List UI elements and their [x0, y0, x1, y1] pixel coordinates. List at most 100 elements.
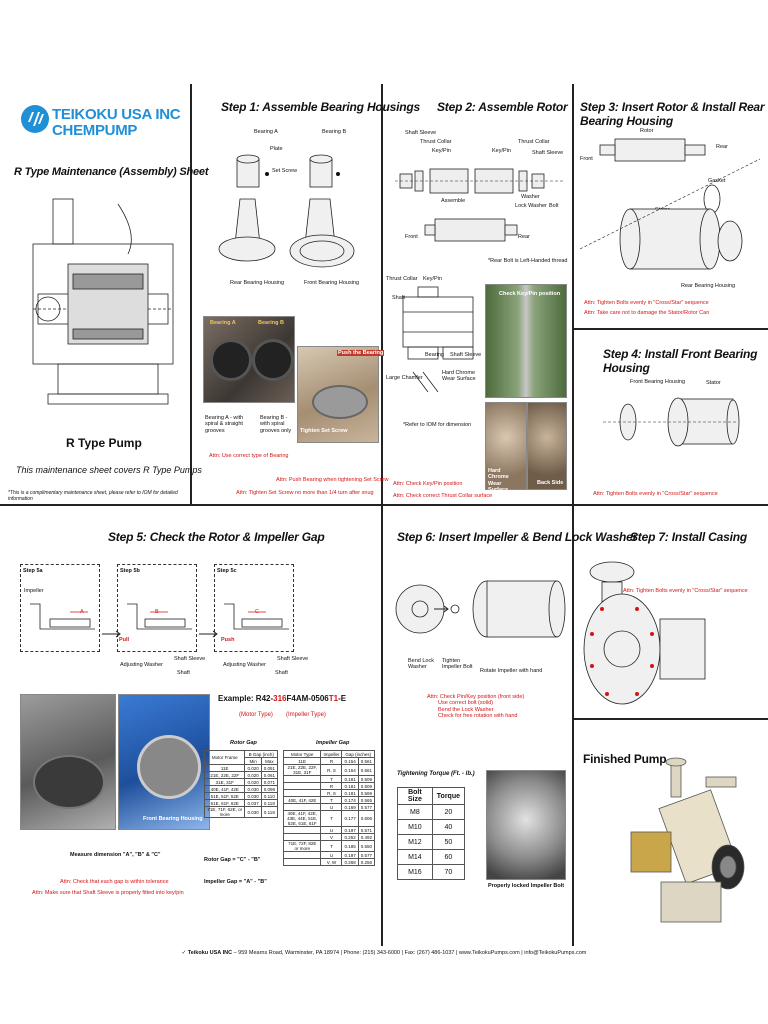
label-rear: Rear: [518, 234, 530, 240]
label-gap-c: C: [255, 609, 259, 615]
label-gasket: Gasket: [708, 178, 726, 184]
label-stator-4: Stator: [706, 380, 721, 386]
rotor-gap-header-max: Max: [260, 757, 279, 765]
label-bearing: Bearing: [425, 352, 444, 358]
rotor-gap-cell: 0.030: [244, 785, 262, 793]
divider: [381, 84, 383, 946]
thrust-collar-photo-2: [527, 402, 567, 490]
rotor-gap-header-min: Min: [244, 757, 262, 765]
rotor-gap-cell: 31E, 31F: [203, 778, 246, 786]
rotor-gap-cell: 0.118: [260, 799, 279, 807]
step7-title: Step 7: Install Casing: [630, 530, 747, 544]
impeller-gap-row: 40E, 41F, 42E, 43E, 44E, 51E, 52E, 61E, …: [282, 810, 376, 827]
finished-pump-illustration: [630, 757, 745, 923]
step4-attn: Attn: Tighten Bolts evenly in "Cross/Sta…: [593, 491, 718, 497]
label-rotor: Rotor: [640, 128, 654, 134]
step6-attn-2: Use correct bolt (solid): [438, 700, 494, 707]
label-refer: *Refer to IOM for dimension: [403, 422, 472, 428]
impeller-gap-cell: 0.256: [357, 858, 376, 866]
impeller-gap-cell: R: [320, 757, 343, 765]
step6-attn-1: Attn: Check Pin/Key position (front side…: [427, 694, 525, 700]
label-front-housing: Front Bearing Housing: [304, 280, 360, 286]
step5c-box: [214, 564, 294, 652]
label-hard-chrome: Hard Chrome Wear Surface: [442, 370, 476, 383]
footer: ✓ Teikoku USA INC – 959 Mearns Road, War…: [0, 950, 768, 956]
impeller-bolt-photo: [486, 770, 566, 880]
step6-title: Step 6: Insert Impeller & Bend Lock Wash…: [397, 530, 638, 544]
torque-header-torque: Torque: [431, 787, 466, 805]
impeller-gap-cell: [282, 851, 322, 859]
torque-cell: M10: [397, 819, 433, 835]
label-adjusting-washer-2: Adjusting Washer: [223, 662, 266, 668]
step5c-label: Step 5c: [217, 568, 237, 574]
motor-type-label: (Motor Type): [239, 712, 273, 718]
photo-label-hard-chrome: Hard Chrome Wear Surface: [488, 468, 509, 493]
impeller-gap-cell: 0.550: [357, 840, 376, 852]
locked-bolt-label: Properly locked Impeller Bolt: [488, 883, 565, 889]
bearing-photo: [203, 316, 295, 403]
impeller-gap-cell: 0.561: [357, 764, 376, 776]
impeller-gap-cell: 0.154: [341, 757, 359, 765]
label-bolt: Bolt: [549, 203, 559, 209]
rotor-gap-cell: 0.020: [244, 771, 262, 779]
rotor-exploded-illustration: [395, 168, 565, 242]
rotor-gap-cell: 71E, 71F, 62E, or more: [203, 806, 246, 818]
impeller-gap-header-impeller: Impeller: [320, 750, 343, 758]
step4-title: Step 4: Install Front Bearing Housing: [603, 347, 758, 375]
gap-diagram: [30, 603, 289, 638]
step2-title: Step 2: Assemble Rotor: [437, 100, 568, 114]
impeller-gap-cell: 0.177: [341, 810, 359, 827]
impeller-gap-cell: 0.174: [341, 796, 359, 804]
impeller-insert-illustration: [395, 580, 566, 638]
impeller-gap-header-motor: Motor Type: [282, 750, 322, 758]
impeller-gap-cell: [282, 803, 322, 811]
impeller-gap-cell: R: [320, 782, 343, 790]
rotor-gap-title: Rotor Gap: [230, 740, 257, 746]
impeller-gap-cell: 40E, 41F, 42E, 43E, 44E, 51E, 52E, 61E, …: [282, 810, 322, 827]
impeller-gap-cell: V: [320, 833, 343, 841]
label-front-3: Front: [580, 156, 593, 162]
rotor-gap-header-frame: Motor Frame: [203, 750, 246, 765]
push-photo: [297, 346, 379, 443]
impeller-gap-cell: 0.606: [357, 810, 376, 827]
rotor-gap-cell: 61E, 61F, 62E: [203, 799, 246, 807]
divider: [190, 84, 192, 504]
step1-attn-1: Attn: Use correct type of Bearing: [209, 453, 289, 459]
rotor-gap-cell: 11E: [203, 764, 246, 772]
code-part-4: T1: [328, 694, 339, 703]
label-front-housing-4: Front Bearing Housing: [630, 379, 686, 385]
divider: [574, 718, 768, 720]
torque-cell: 40: [431, 819, 466, 835]
impeller-gap-cell: 0.197: [341, 826, 359, 834]
measure-text: Measure dimension "A", "B" & "C": [70, 852, 161, 858]
front-housing-illustration: [603, 397, 740, 447]
impeller-gap-cell: 0.565: [357, 796, 376, 804]
desc-bearing-a: Bearing A - with spiral & straight groov…: [205, 415, 244, 434]
divider: [574, 328, 768, 330]
rotor-gap-cell: 0.118: [260, 806, 279, 818]
brand-subname: CHEMPUMP: [52, 122, 138, 139]
label-lock-washer: Lock Washer: [515, 203, 547, 209]
impeller-gap-title: Impeller Gap: [316, 740, 350, 746]
torque-title: Tightening Torque (Ft. - lb.): [397, 771, 475, 777]
sheet-title: R Type Maintenance (Assembly) Sheet: [14, 166, 209, 178]
impeller-gap-cell: [282, 789, 322, 797]
label-shaft: Shaft: [392, 295, 405, 301]
torque-cell: M16: [397, 864, 433, 880]
step5-title: Step 5: Check the Rotor & Impeller Gap: [108, 530, 325, 544]
rotor-stator-illustration: [580, 138, 761, 270]
rotor-gap-header-bgap: B Gap (inch): [244, 750, 278, 758]
impeller-gap-cell: 0.197: [341, 851, 359, 859]
